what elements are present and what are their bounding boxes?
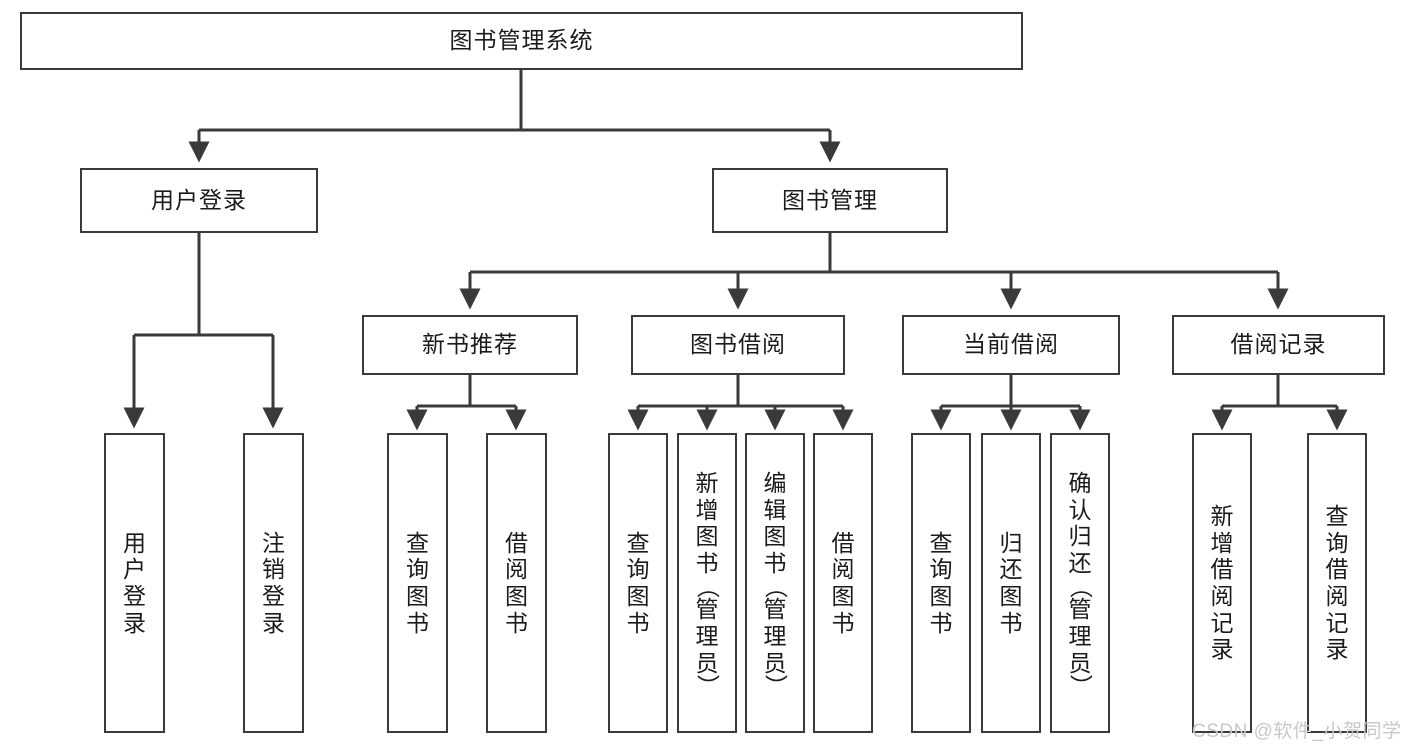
leaf-current-borrow-query[interactable]: 查询图书 [911, 433, 971, 733]
leaf-current-borrow-confirm-return[interactable]: 确认归还（管理员） [1050, 433, 1110, 733]
node-label: 用户登录 [123, 529, 146, 636]
leaf-new-book-borrow[interactable]: 借阅图书 [486, 433, 547, 733]
node-label: 注销登录 [262, 529, 285, 636]
node-label: 查询图书 [929, 529, 953, 636]
node-label: 新增借阅记录 [1210, 502, 1234, 663]
node-label: 查询图书 [626, 529, 650, 636]
node-label: 确认归还（管理员） [1067, 470, 1094, 698]
node-root-system[interactable]: 图书管理系统 [20, 12, 1023, 70]
node-label: 查询图书 [406, 529, 429, 636]
node-label: 归还图书 [999, 529, 1023, 636]
node-user-login[interactable]: 用户登录 [80, 168, 318, 233]
node-label: 图书借阅 [690, 331, 786, 358]
node-label: 当前借阅 [963, 331, 1059, 358]
node-label: 图书管理 [782, 186, 878, 213]
leaf-borrow-record-query[interactable]: 查询借阅记录 [1307, 433, 1367, 733]
node-book-management[interactable]: 图书管理 [712, 168, 948, 233]
leaf-current-borrow-return[interactable]: 归还图书 [981, 433, 1041, 733]
node-label: 借阅图书 [505, 529, 528, 636]
leaf-new-book-query[interactable]: 查询图书 [387, 433, 448, 733]
leaf-book-borrow-query[interactable]: 查询图书 [608, 433, 668, 733]
node-new-book-recommend[interactable]: 新书推荐 [362, 315, 578, 375]
leaf-borrow-record-add[interactable]: 新增借阅记录 [1192, 433, 1252, 733]
node-label: 查询借阅记录 [1325, 502, 1349, 663]
node-book-borrow[interactable]: 图书借阅 [631, 315, 845, 375]
node-borrow-record[interactable]: 借阅记录 [1172, 315, 1385, 375]
leaf-user-login-signin[interactable]: 用户登录 [104, 433, 165, 733]
node-label: 编辑图书（管理员） [762, 470, 789, 698]
node-label: 图书管理系统 [449, 27, 594, 54]
node-label: 新书推荐 [422, 331, 518, 358]
node-label: 新增图书（管理员） [694, 470, 721, 698]
leaf-user-login-signout[interactable]: 注销登录 [243, 433, 304, 733]
node-label: 借阅图书 [831, 529, 855, 636]
node-label: 借阅记录 [1230, 331, 1327, 358]
node-label: 用户登录 [151, 186, 247, 213]
node-current-borrow[interactable]: 当前借阅 [902, 315, 1120, 375]
leaf-book-borrow-lend[interactable]: 借阅图书 [813, 433, 873, 733]
leaf-book-borrow-edit[interactable]: 编辑图书（管理员） [745, 433, 805, 733]
leaf-book-borrow-add[interactable]: 新增图书（管理员） [677, 433, 737, 733]
csdn-watermark: CSDN @软件_小贺同学 [1192, 721, 1402, 742]
